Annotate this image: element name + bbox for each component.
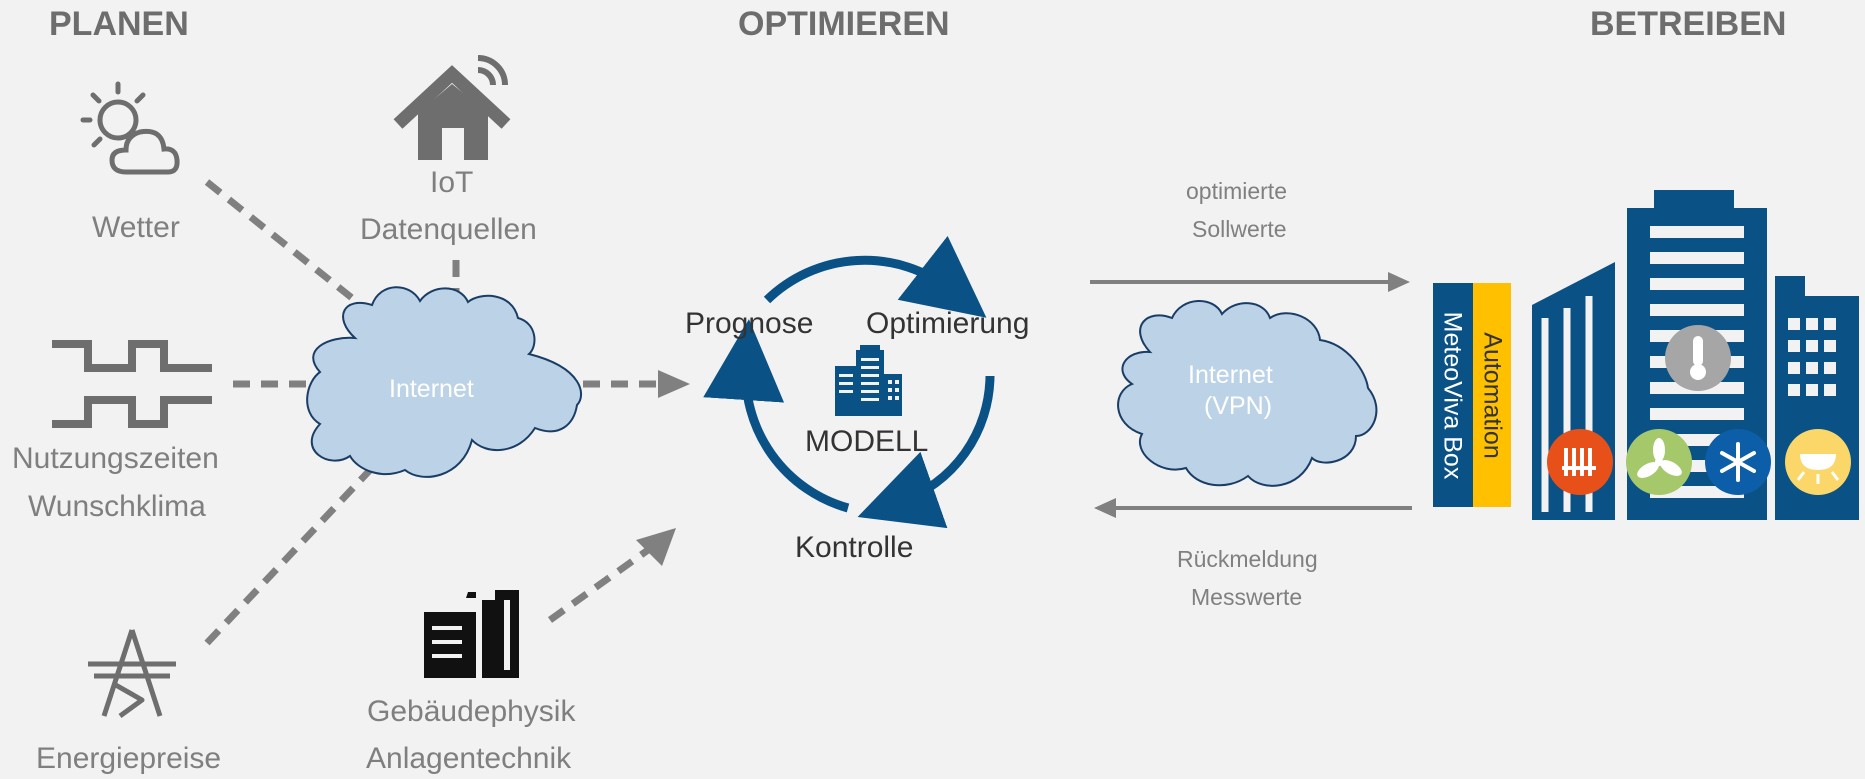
cloud-right-label: Internet: [1188, 361, 1273, 389]
cloud-left-label: Internet: [389, 375, 474, 403]
label-meteoviva-box: MeteoViva Box: [1438, 311, 1467, 480]
dash-energy: [204, 467, 373, 646]
automation-box: [1473, 283, 1511, 507]
cycle-arrow-left: [703, 319, 850, 513]
label-desired-climate: Wunschklima: [28, 490, 206, 523]
label-plant-engineering: Anlagentechnik: [366, 742, 572, 775]
label-model: MODELL: [805, 425, 929, 458]
sun-cloud-icon: [80, 81, 180, 175]
label-optimization: Optimierung: [866, 307, 1030, 340]
arrowhead-physics-to-model: [636, 528, 676, 566]
cycle-arrow-right: [857, 375, 995, 529]
label-iot-sources: Datenquellen: [360, 213, 537, 246]
buildings-icon: [424, 590, 519, 678]
label-weather: Wetter: [92, 211, 180, 244]
header-optimize: OPTIMIEREN: [738, 5, 950, 43]
label-forecast: Prognose: [685, 307, 814, 340]
label-feedback: Rückmeldung: [1177, 546, 1318, 572]
label-setpoints: Sollwerte: [1192, 216, 1287, 242]
arrowhead-setpoints: [1388, 272, 1410, 292]
label-measurements: Messwerte: [1191, 584, 1303, 610]
radiator-icon: [1547, 429, 1613, 495]
fan-icon: [1626, 429, 1692, 495]
cloud-right: [1117, 300, 1378, 487]
label-optimized: optimierte: [1186, 178, 1287, 204]
smart-home-icon: [393, 55, 511, 160]
label-automation: Automation: [1478, 332, 1507, 459]
snowflake-icon: [1705, 429, 1771, 495]
label-energy-prices: Energiepreise: [36, 742, 222, 775]
light-icon: [1785, 429, 1851, 495]
header-plan: PLANEN: [49, 5, 189, 43]
power-tower-icon: [88, 629, 176, 719]
label-building-physics: Gebäudephysik: [367, 695, 576, 728]
cloud-left: [306, 286, 582, 478]
cycle-arrow-top: [763, 235, 987, 318]
dash-weather: [204, 179, 375, 317]
label-usage-times: Nutzungszeiten: [12, 442, 219, 475]
model-building-icon: [835, 345, 902, 416]
label-iot: IoT: [430, 166, 474, 199]
label-control: Kontrolle: [795, 531, 914, 564]
square-wave-icon: [52, 340, 212, 428]
header-operate: BETREIBEN: [1590, 5, 1787, 43]
arrowhead-cloud-to-model: [658, 370, 690, 398]
thermometer-icon: [1665, 325, 1731, 391]
cloud-right-vpn: (VPN): [1204, 392, 1273, 420]
dash-physics-to-model: [547, 547, 651, 623]
arrowhead-feedback: [1094, 498, 1116, 518]
meteoviva-box: [1433, 283, 1473, 507]
